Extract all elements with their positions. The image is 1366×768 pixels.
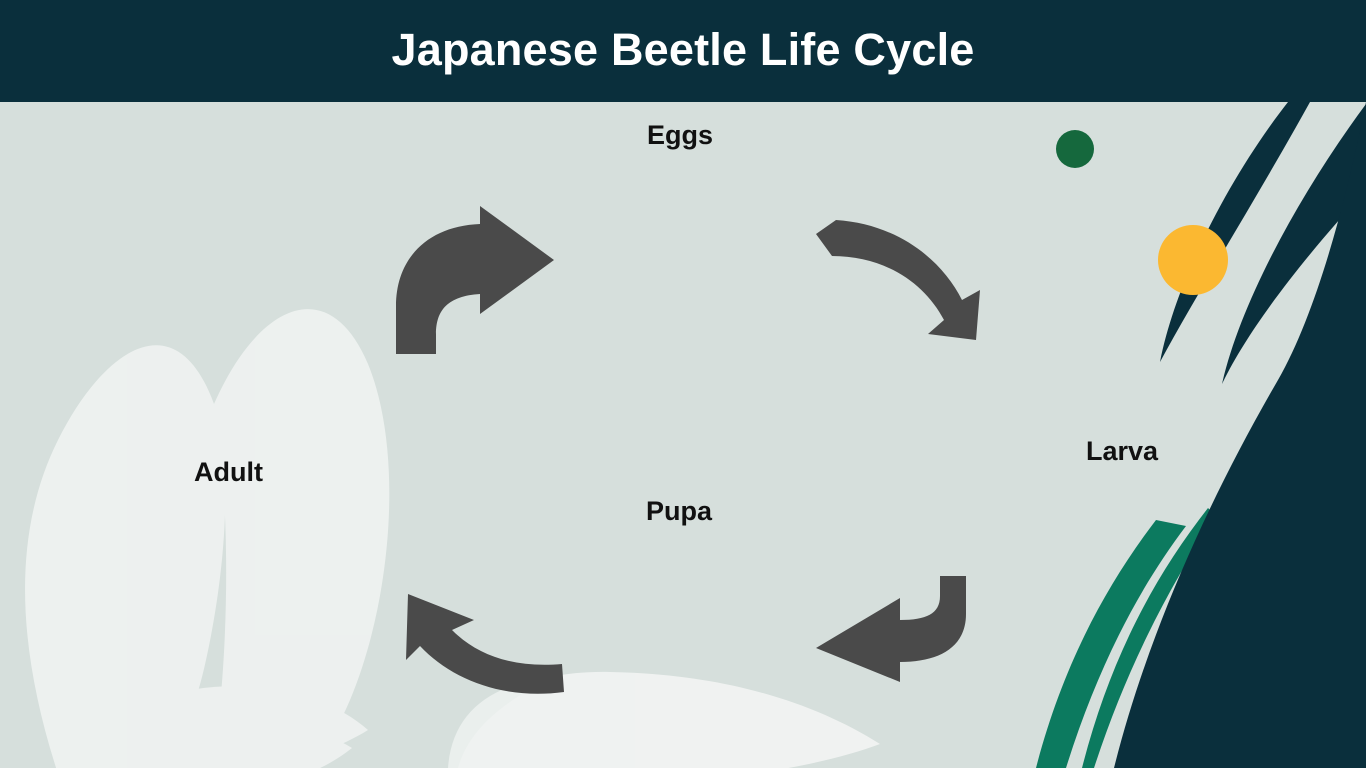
navy-ribbon: [1114, 102, 1366, 768]
leaf-watermark: [25, 309, 390, 768]
navy-ribbon-blade: [1160, 102, 1310, 362]
arrow-pupa-to-adult: [406, 594, 564, 694]
page-title: Japanese Beetle Life Cycle: [391, 24, 975, 75]
stage-label-eggs: Eggs: [647, 120, 714, 150]
arrow-eggs-to-larva: [816, 220, 980, 340]
teal-ribbon-sliver: [1082, 508, 1216, 768]
teal-ribbon: [1036, 520, 1186, 768]
arrow-adult-to-eggs: [396, 206, 554, 354]
stage-label-adult: Adult: [194, 457, 263, 487]
arrow-larva-to-pupa: [816, 576, 966, 682]
leaf-watermark-lower: [448, 671, 880, 768]
stage-label-larva: Larva: [1086, 436, 1159, 466]
green-accent-dot: [1056, 130, 1094, 168]
header-band: Japanese Beetle Life Cycle: [0, 0, 1366, 102]
stage-label-pupa: Pupa: [646, 496, 713, 526]
yellow-accent-dot: [1158, 225, 1228, 295]
navy-ribbon-sliver: [1222, 104, 1366, 384]
